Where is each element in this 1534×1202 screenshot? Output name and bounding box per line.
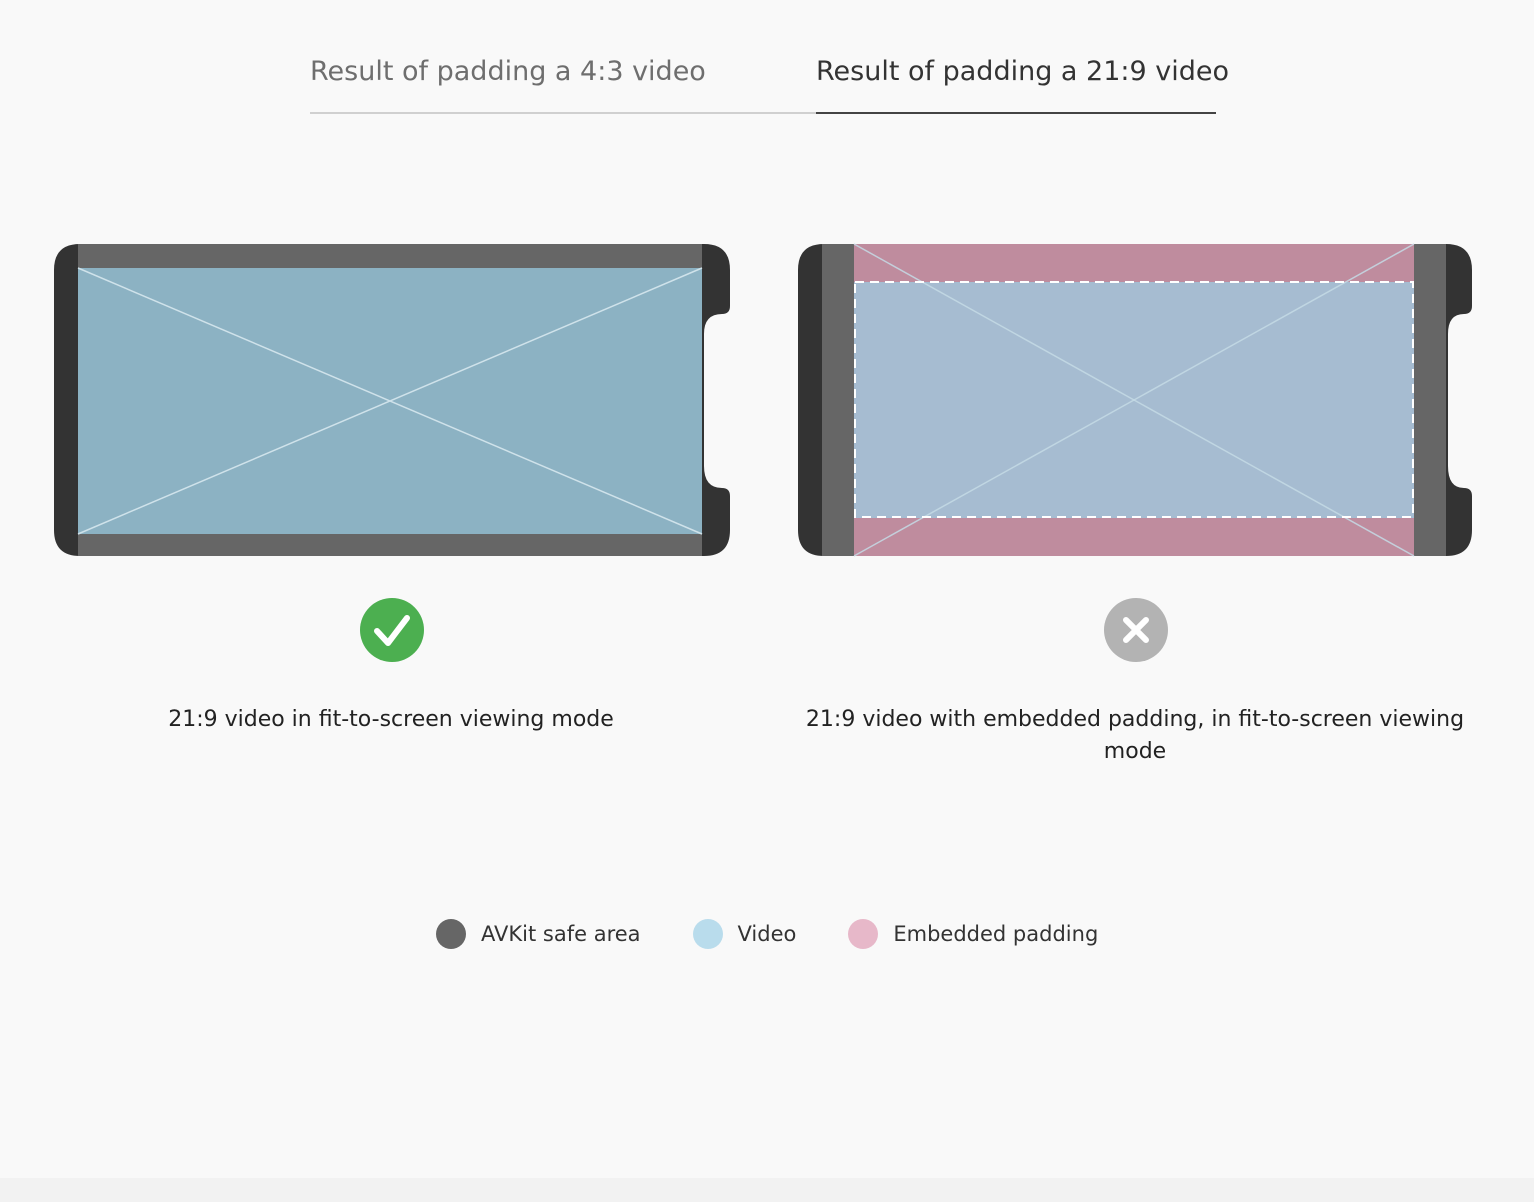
check-icon [360, 598, 424, 662]
safe-area-right [1414, 244, 1446, 556]
video-boundary-dashed [854, 281, 1414, 518]
page-footer-strip [0, 1178, 1534, 1202]
legend: AVKit safe area Video Embedded padding [436, 916, 1098, 952]
safe-area-bottom [78, 534, 702, 556]
x-icon [1104, 598, 1168, 662]
legend-label: Video [737, 922, 797, 946]
video-diagonal [77, 267, 703, 535]
legend-item-embedded-padding: Embedded padding [848, 919, 1098, 949]
tab-padding-21-9[interactable]: Result of padding a 21:9 video [816, 50, 1229, 114]
comparison-diagram [54, 243, 1472, 557]
device-right [798, 243, 1472, 557]
legend-label: Embedded padding [893, 922, 1099, 946]
safe-area-top [78, 244, 702, 268]
legend-swatch-video [692, 919, 723, 949]
legend-swatch-embedded-padding [848, 919, 879, 949]
legend-item-safe-area: AVKit safe area [436, 919, 641, 949]
legend-item-video: Video [692, 919, 797, 949]
device-left [54, 244, 730, 556]
caption-embedded-padding: 21:9 video with embedded padding, in fit… [805, 707, 1465, 764]
tab-padding-4-3[interactable]: Result of padding a 4:3 video [310, 56, 706, 87]
tab-bar: Result of padding a 4:3 video Result of … [310, 50, 1229, 114]
safe-area-left [822, 244, 854, 556]
caption-fit-to-screen: 21:9 video in fit-to-screen viewing mode [168, 707, 614, 732]
legend-label: AVKit safe area [481, 922, 641, 946]
video-diagonal [853, 243, 1415, 557]
legend-swatch-safe-area [436, 919, 466, 949]
